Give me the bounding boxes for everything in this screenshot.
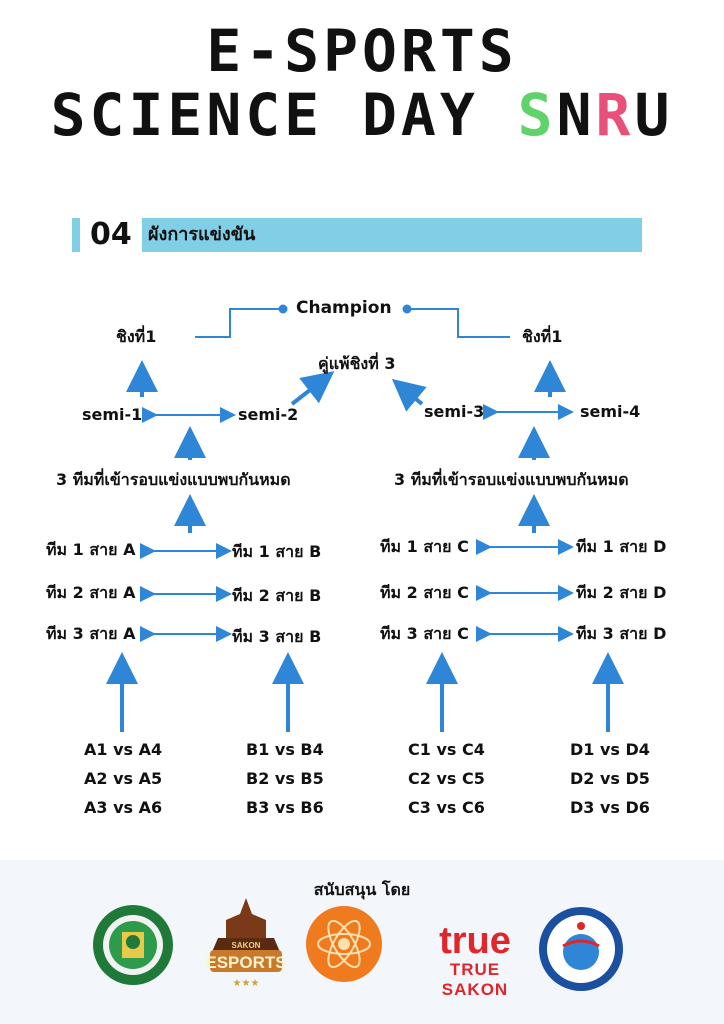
brand-letter-u: U bbox=[634, 81, 674, 149]
poster-title-line1: E-SPORTS bbox=[206, 17, 518, 85]
bracket-arrows bbox=[106, 360, 624, 732]
match-d-3: D3 vs D6 bbox=[570, 798, 650, 817]
semi2-label: semi-2 bbox=[238, 405, 299, 424]
sakon-esports-logo-icon: ESPORTS SAKON ★★★ bbox=[205, 898, 287, 989]
esports-sub-text: SAKON bbox=[232, 941, 261, 950]
true-logo-sub: TRUE SAKON bbox=[441, 960, 509, 999]
brand-letter-n: N bbox=[556, 81, 596, 149]
team-a3: ทีม 3 สาย A bbox=[46, 624, 136, 643]
team-c1: ทีม 1 สาย C bbox=[380, 537, 469, 556]
match-b-1: B1 vs B4 bbox=[246, 740, 324, 759]
final-left-label: ชิงที่1 bbox=[116, 327, 157, 346]
brand-letter-s: S bbox=[517, 81, 557, 149]
match-d-2: D2 vs D5 bbox=[570, 769, 650, 788]
team-b3: ทีม 3 สาย B bbox=[232, 627, 322, 646]
team-a1: ทีม 1 สาย A bbox=[46, 540, 136, 559]
match-c-1: C1 vs C4 bbox=[408, 740, 485, 759]
semi3-label: semi-3 bbox=[424, 402, 485, 421]
match-c-3: C3 vs C6 bbox=[408, 798, 485, 817]
computer-association-seal-icon bbox=[539, 907, 623, 991]
sci-logo-icon bbox=[306, 906, 382, 982]
esports-text: ESPORTS bbox=[205, 953, 286, 972]
champion-label: Champion bbox=[296, 298, 392, 318]
team-c3: ทีม 3 สาย C bbox=[380, 624, 469, 643]
team-b2: ทีม 2 สาย B bbox=[232, 586, 322, 605]
team-b1: ทีม 1 สาย B bbox=[232, 542, 322, 561]
brand-letter-r: R bbox=[595, 81, 635, 149]
final-right-label: ชิงที่1 bbox=[522, 327, 563, 346]
champion-connector bbox=[195, 304, 510, 338]
match-a-1: A1 vs A4 bbox=[84, 740, 163, 759]
university-seal-icon bbox=[93, 905, 173, 985]
third-place-label: คู่แพ้ชิงที่ 3 bbox=[318, 354, 396, 373]
section-title: ผังการแข่งขัน bbox=[148, 224, 256, 245]
team-a2: ทีม 2 สาย A bbox=[46, 583, 136, 602]
match-b-2: B2 vs B5 bbox=[246, 769, 324, 788]
team-d1: ทีม 1 สาย D bbox=[576, 537, 667, 556]
team-d3: ทีม 3 สาย D bbox=[576, 624, 667, 643]
double-arrows bbox=[140, 404, 574, 642]
team-d2: ทีม 2 สาย D bbox=[576, 583, 667, 602]
match-d-1: D1 vs D4 bbox=[570, 740, 650, 759]
semi1-label: semi-1 bbox=[82, 405, 143, 424]
true-logo-main: true bbox=[439, 920, 511, 962]
section-header-bar bbox=[72, 218, 642, 252]
roundrobin-right-label: 3 ทีมที่เข้ารอบแข่งแบบพบกันหมด bbox=[394, 470, 629, 489]
svg-text:★★★: ★★★ bbox=[233, 978, 260, 989]
title-prefix: SCIENCE DAY bbox=[50, 81, 518, 149]
match-c-2: C2 vs C5 bbox=[408, 769, 485, 788]
roundrobin-left-label: 3 ทีมที่เข้ารอบแข่งแบบพบกันหมด bbox=[56, 470, 291, 489]
match-a-2: A2 vs A5 bbox=[84, 769, 163, 788]
section-number: 04 bbox=[80, 216, 142, 254]
team-c2: ทีม 2 สาย C bbox=[380, 583, 469, 602]
sponsor-title: สนับสนุน โดย bbox=[313, 880, 411, 899]
match-a-3: A3 vs A6 bbox=[84, 798, 163, 817]
match-b-3: B3 vs B6 bbox=[246, 798, 324, 817]
poster-title-line2: SCIENCE DAY SNRU bbox=[0, 86, 724, 144]
semi4-label: semi-4 bbox=[580, 402, 641, 421]
true-logo: true TRUE SAKON bbox=[420, 922, 530, 1000]
